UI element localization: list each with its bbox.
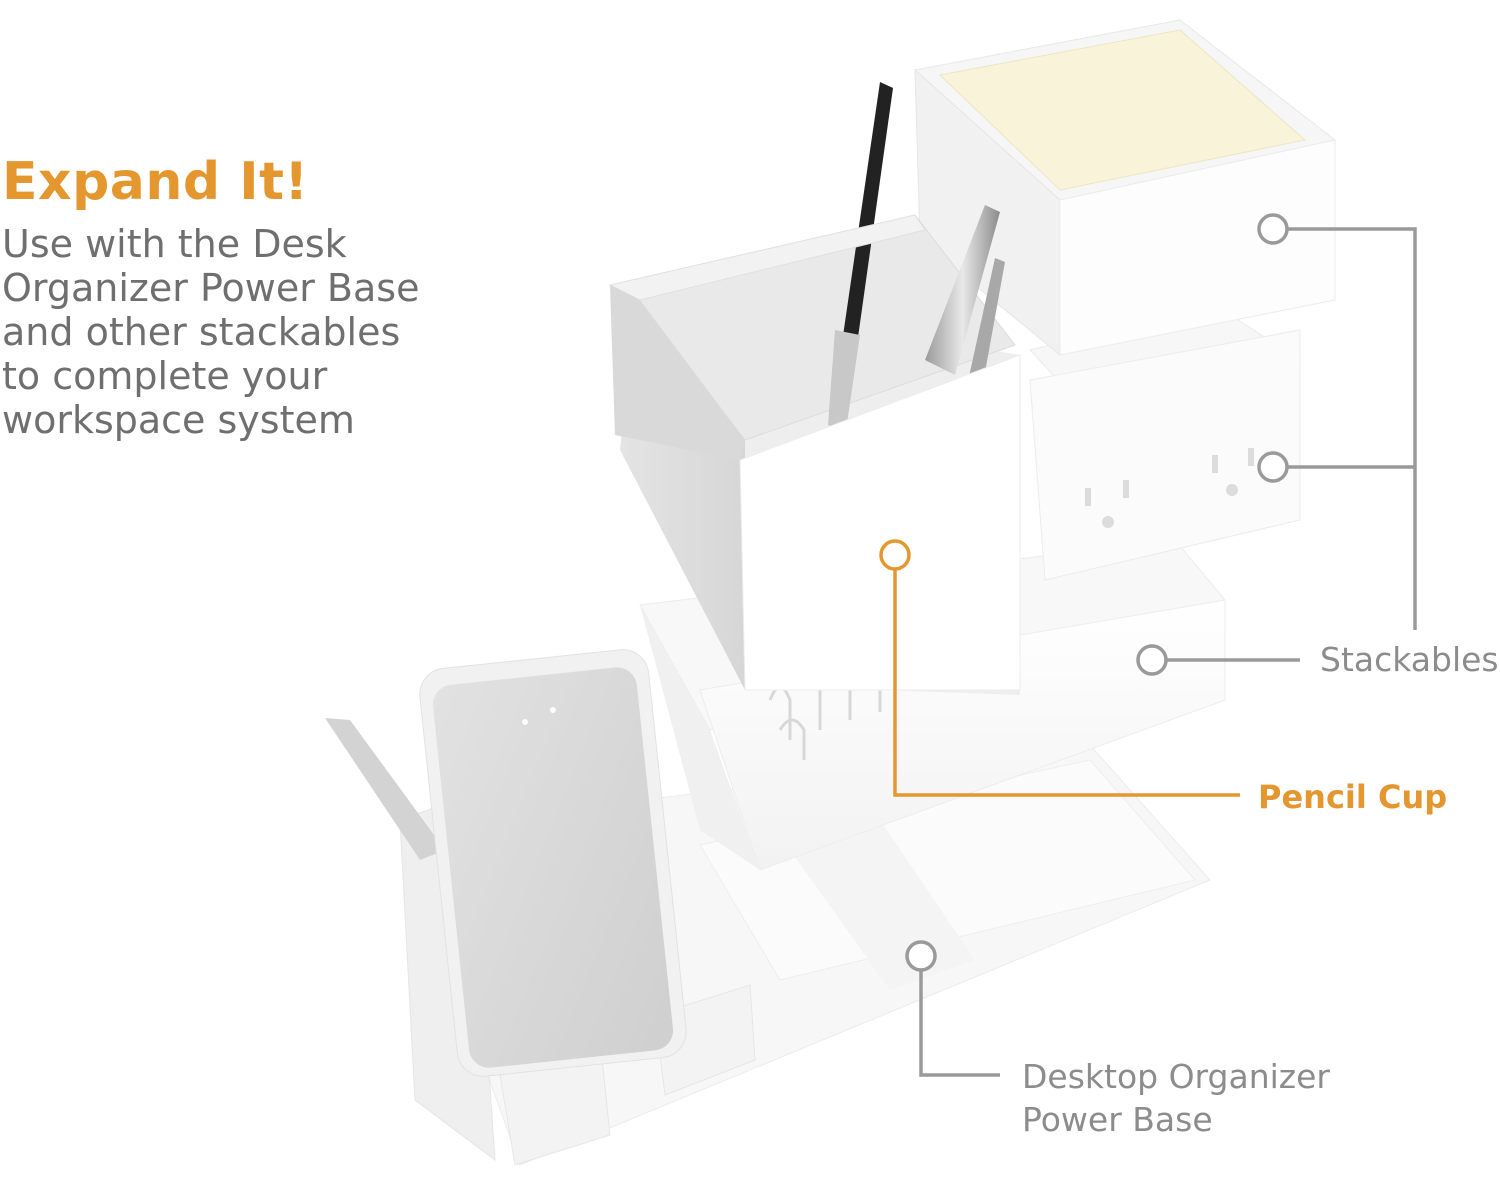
body-line: Use with the Desk (2, 222, 347, 266)
headline: Expand It! (2, 152, 309, 212)
power-base-label: Desktop Organizer Power Base (1022, 1055, 1330, 1141)
pencil-cup-label: Pencil Cup (1258, 778, 1448, 816)
body-line: to complete your (2, 354, 328, 398)
marker-tray-circle (1136, 644, 1168, 676)
marker-base-circle (905, 940, 937, 972)
power-base-label-line1: Desktop Organizer (1022, 1057, 1330, 1096)
marker-pencil-cup-circle (879, 539, 911, 571)
body-line: Organizer Power Base (2, 266, 420, 310)
body-line: and other stackables (2, 310, 401, 354)
stackables-label: Stackables (1320, 640, 1499, 679)
power-base-leader (919, 970, 1000, 1077)
body-copy: Use with the Desk Organizer Power Base a… (2, 222, 472, 442)
pencil-cup-leader (893, 569, 1240, 797)
marker-sticky-circle (1257, 213, 1289, 245)
sticky-note-stackable-illustration (913, 19, 1337, 357)
phone-illustration (325, 649, 687, 1077)
pencil-cup-illustration (608, 82, 1021, 695)
stackables-leader-upper (1288, 227, 1417, 630)
power-base-label-line2: Power Base (1022, 1100, 1213, 1139)
marker-outlet-circle (1257, 451, 1289, 483)
body-line: workspace system (2, 398, 355, 442)
leader-markers (879, 213, 1289, 972)
leader-lines (893, 227, 1417, 1077)
